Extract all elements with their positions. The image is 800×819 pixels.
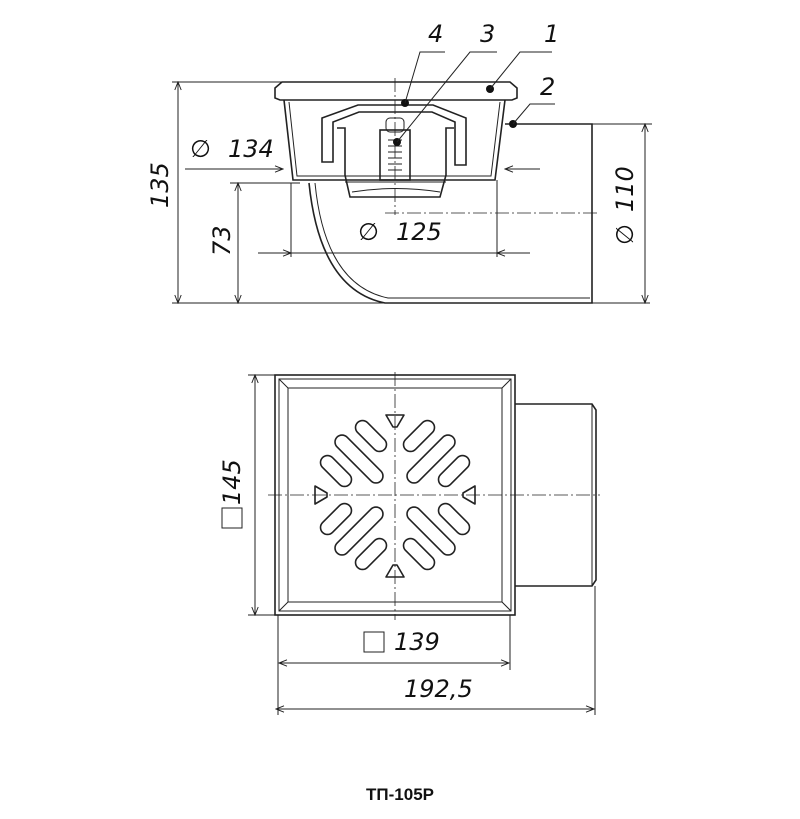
- outlet-pipe-top: [515, 403, 597, 587]
- grate-slot: [437, 454, 471, 488]
- grate-flange: [274, 81, 518, 101]
- grate-triangle-slot: [385, 564, 405, 578]
- dim-110: 110: [611, 166, 639, 212]
- dim-125: 125: [396, 218, 442, 246]
- dim-145: 145: [218, 459, 246, 505]
- grate-slot: [319, 454, 353, 488]
- grate-slot: [406, 434, 456, 484]
- grate-triangle-slot: [462, 485, 476, 505]
- dim-134-symbol: ∅: [190, 135, 211, 163]
- dim-134: 134: [228, 135, 274, 163]
- dim-192-5: 192,5: [404, 675, 473, 703]
- grate-slot: [406, 506, 456, 556]
- dim-110-symbol: ∅: [611, 224, 639, 245]
- outlet-pipe: [308, 123, 593, 304]
- square-symbol-icon: [363, 631, 385, 653]
- product-title: ТП-105Р: [366, 785, 434, 804]
- grate-slot: [334, 434, 384, 484]
- side-view: 4 3 1 2 135 ∅ 134 73 ∅ 125 110 ∅: [146, 20, 652, 303]
- grate-slot: [402, 537, 436, 571]
- dim-139: 139: [394, 628, 440, 656]
- dim-73: 73: [208, 225, 236, 256]
- grate-slot: [354, 537, 388, 571]
- grate-triangle-slot: [314, 485, 328, 505]
- odor-trap-cap: [321, 104, 467, 166]
- grate-slots: [314, 414, 476, 578]
- callout-4: 4: [428, 20, 443, 48]
- callout-2: 2: [540, 73, 555, 101]
- grate-slot: [319, 502, 353, 536]
- top-view: 145 139 192,5: [218, 372, 600, 715]
- callout-leaders: [393, 51, 555, 146]
- grate-slot: [402, 419, 436, 453]
- dim-125-symbol: ∅: [358, 218, 379, 246]
- callout-1: 1: [544, 20, 559, 48]
- dim-135: 135: [146, 162, 174, 208]
- grate-slot: [437, 502, 471, 536]
- grate-triangle-slot: [385, 414, 405, 428]
- callout-3: 3: [480, 20, 495, 48]
- square-symbol-icon: [221, 507, 243, 529]
- grate-slot: [334, 506, 384, 556]
